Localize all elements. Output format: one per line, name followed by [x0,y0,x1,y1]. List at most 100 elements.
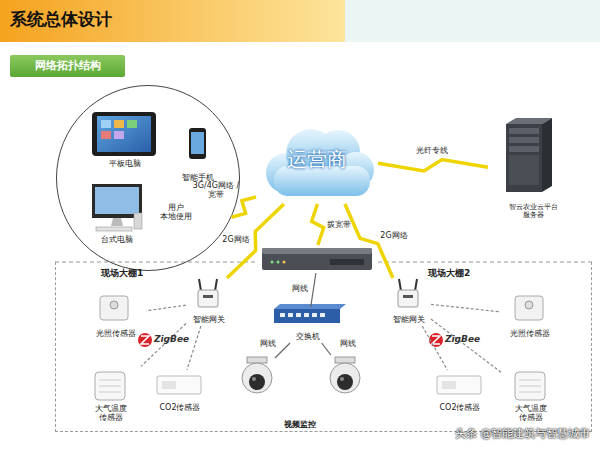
link-label: 网线 [338,339,358,348]
co2-sensor-node: CO2传感器 [149,370,211,414]
phone-icon [189,128,206,159]
sensor-body [100,296,128,320]
sensor-window [442,381,456,389]
sensor-body [515,372,545,400]
camera-node [329,355,363,395]
zigbee-wordmark: ZigBee [445,334,480,344]
gateway-mark [203,295,213,298]
wireless-link [312,204,324,245]
camera-mount [247,357,267,363]
node-label: 运营商 [256,148,378,171]
node-label: CO2传感器 [415,403,505,412]
antenna [215,279,217,291]
air-temp-sensor-node: 大气温度 传感器 [81,365,141,425]
router-light [277,261,280,264]
cable-link [322,343,331,355]
zigbee-link [187,326,201,370]
zigbee-disc [429,333,443,347]
co2-sensor-node: CO2传感器 [429,370,491,414]
camera-mount [335,357,355,363]
light-sensor-node: 光照传感器 [500,290,560,340]
node-label: 光照传感器 [72,329,160,338]
sensor-grille [99,386,121,387]
node-label: 平板电脑 [71,159,179,168]
sensor-grille [519,392,541,393]
tablet-icon [92,112,156,156]
node-label: CO2传感器 [135,403,225,412]
router-node [260,245,376,273]
router-icon [262,248,372,270]
light-sensor-icon [100,296,128,320]
light-sensor-icon [515,296,543,320]
switch-port [304,313,309,317]
node-label: 智能网关 [172,315,245,324]
gateway-node: 智能网关 [386,278,431,326]
link-label: 2G网络 [376,231,412,240]
switch-icon [274,304,346,323]
app-tile [114,120,124,128]
zigbee-link [431,319,501,372]
gateway-node: 智能网关 [186,278,231,326]
monitor-stand [111,218,123,226]
switch-node: 交换机 [273,307,343,343]
camera-icon [330,357,360,393]
server-bay [509,146,539,152]
router-light [271,261,274,264]
node-label: 智能手机 [166,173,230,182]
camera-dome [330,363,360,393]
app-tile [101,131,111,139]
camera-lens [249,374,265,390]
ellipse-border [57,86,240,271]
app-tile [114,131,124,139]
gateway-icon [398,279,418,307]
sensor-body [515,296,543,320]
zigbee-link [431,304,500,311]
link-label: 拨宽带 [324,220,354,229]
zigbee-logo [138,333,152,347]
group-caption: 视频监控 [284,419,316,430]
wireless-link [345,204,393,278]
server-front [506,124,542,192]
sensor-eye [525,301,533,309]
user-zone-circle: 用户 本地使用平板电脑智能手机台式电脑 [56,85,240,271]
section-tab: 网络拓扑结构 [10,55,125,77]
sensor-grille [99,380,121,381]
antenna [399,279,401,291]
camera-node [241,355,275,395]
carrier-cloud: 运营商 [256,118,378,204]
switch-front [274,309,340,323]
light-sensor-node: 光照传感器 [86,290,146,340]
gateway-icon [198,279,218,307]
sensor-grille [99,392,121,393]
zigbee-mark [141,336,149,344]
node-label: 智能网关 [372,315,445,324]
zigbee-wordmark: ZigBee [154,334,189,344]
zigbee-disc [138,333,152,347]
sensor-grille [519,380,541,381]
router-light [283,261,286,264]
gateway-body [398,290,418,307]
node-label: 大气温度 传感器 [89,404,133,422]
server-side [542,118,552,192]
router-body [262,248,372,270]
tablet-node: 平板电脑 [85,108,165,170]
link-label: 3G/4G网络 /宽带 [192,181,240,199]
node-label: 大气温度 传感器 [509,404,553,422]
node-label: 交换机 [259,332,357,341]
link-label: 2G网络 [218,235,254,244]
keyboard [96,227,132,231]
sensor-window [162,381,176,389]
cloud-server: 智云农业云平台 服务器 [488,115,578,223]
camera-lens [337,374,353,390]
app-tile [127,120,137,128]
watermark: 头条 @智能建筑与智慧城市 [455,426,591,441]
camera-icon [242,357,272,393]
antenna [199,279,201,291]
phone-screen [191,132,204,154]
air-temp-sensor-node: 大气温度 传感器 [501,365,561,425]
air-sensor-icon [515,372,545,400]
node-label: 用户 本地使用 [156,203,196,221]
